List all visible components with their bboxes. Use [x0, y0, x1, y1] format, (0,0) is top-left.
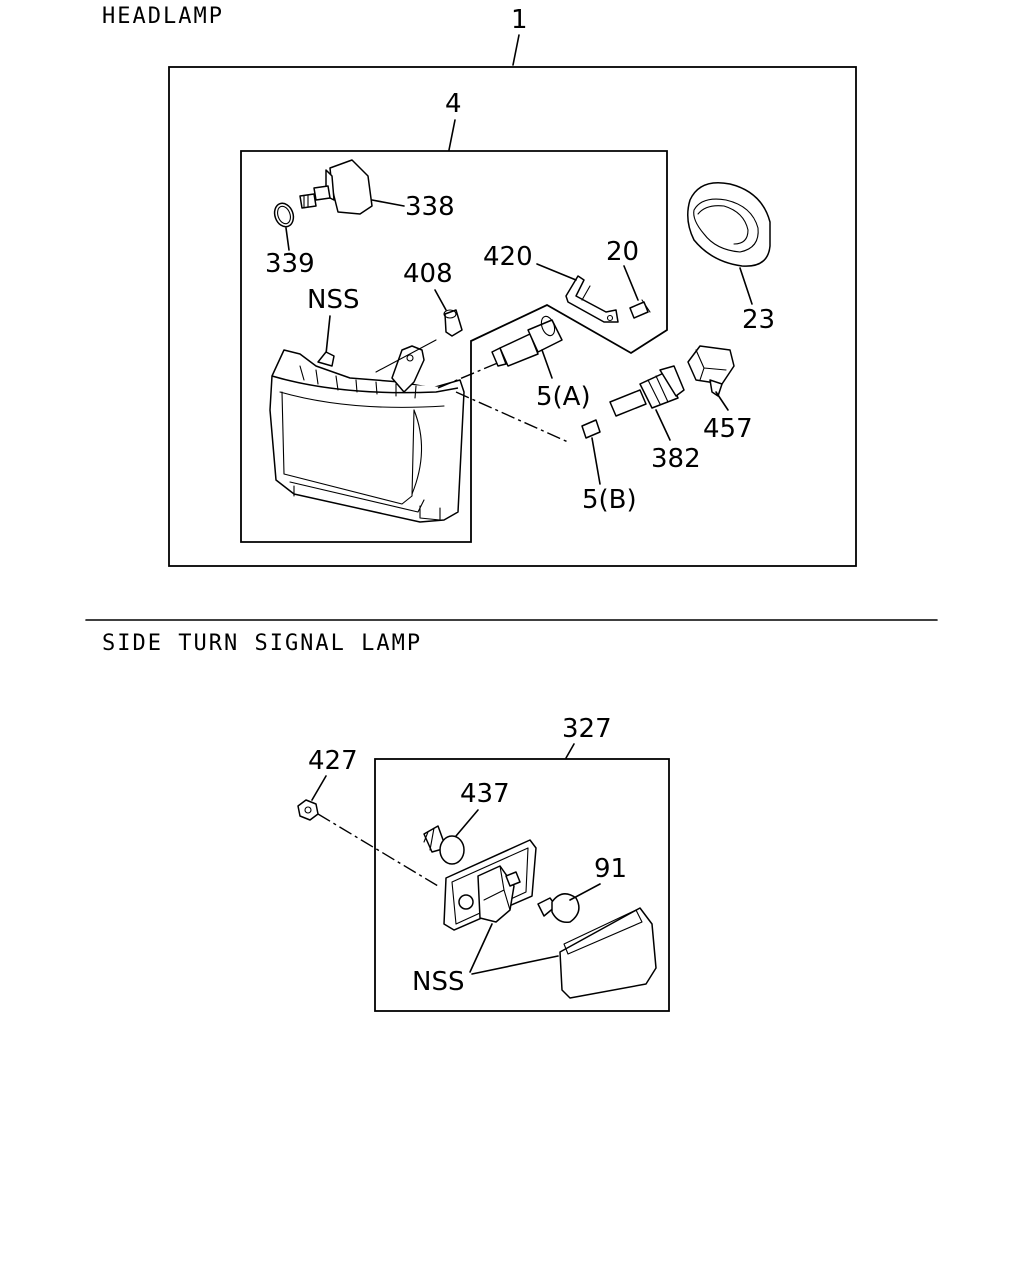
leader-23	[739, 267, 753, 305]
leader-420	[536, 263, 577, 281]
leader-20	[623, 265, 639, 301]
axis-line-427	[317, 813, 439, 887]
rubber-cover-23	[687, 182, 771, 267]
callout-nss-headlamp: NSS	[307, 285, 359, 315]
side-turn-section-title: SIDE TURN SIGNAL LAMP	[102, 631, 422, 656]
leader-91	[569, 883, 601, 901]
callout-420: 420	[483, 242, 533, 272]
callout-408: 408	[403, 259, 453, 289]
headlamp-housing	[269, 339, 465, 523]
leader-437	[455, 809, 479, 837]
leader-nss-headlamp	[325, 315, 331, 355]
side-lamp-lens	[559, 907, 657, 999]
leader-4	[448, 119, 456, 151]
socket-437	[423, 825, 465, 865]
callout-1: 1	[511, 5, 528, 35]
bushing-408	[443, 309, 463, 337]
leader-382	[655, 409, 671, 441]
axis-line-5b	[455, 391, 569, 443]
callout-437: 437	[460, 779, 510, 809]
side-turn-lamp-frame	[374, 758, 670, 1012]
leader-5a	[541, 349, 553, 379]
leader-457	[715, 391, 729, 411]
callout-23: 23	[742, 305, 775, 335]
o-ring-339	[273, 202, 295, 228]
callout-457: 457	[703, 414, 753, 444]
callout-5a: 5(A)	[536, 382, 591, 412]
callout-339: 339	[265, 249, 315, 279]
callout-327: 327	[562, 714, 612, 744]
callout-91: 91	[594, 854, 627, 884]
bracket-420	[565, 275, 619, 323]
callout-427: 427	[308, 746, 358, 776]
leader-408	[434, 289, 447, 311]
callout-4: 4	[445, 89, 462, 119]
leader-nss-lens	[471, 955, 559, 975]
headlamp-section-title: HEADLAMP	[102, 4, 224, 29]
leader-338	[371, 199, 405, 207]
callout-382: 382	[651, 444, 701, 474]
screw-20	[629, 299, 651, 319]
leader-339	[285, 227, 290, 251]
nut-427	[297, 799, 319, 821]
callout-5b: 5(B)	[582, 485, 637, 515]
side-lamp-body	[443, 839, 537, 931]
leader-5b	[591, 437, 601, 485]
socket-382	[609, 365, 685, 417]
callout-338: 338	[405, 192, 455, 222]
callout-20: 20	[606, 237, 639, 267]
leader-327	[565, 743, 575, 759]
bulb-91	[537, 893, 580, 924]
callout-nss-side: NSS	[412, 967, 464, 997]
leader-427	[311, 775, 327, 801]
axis-line-5a	[437, 361, 501, 389]
bulb-5a	[491, 315, 563, 367]
leader-nss-body	[469, 923, 493, 973]
bulb-5b	[581, 419, 601, 439]
headlamp-assembly-frame	[168, 66, 857, 567]
leader-1	[512, 34, 520, 66]
adjuster-knob-338	[299, 159, 373, 215]
connector-457	[687, 345, 735, 397]
headlamp-unit-frame	[240, 150, 668, 543]
